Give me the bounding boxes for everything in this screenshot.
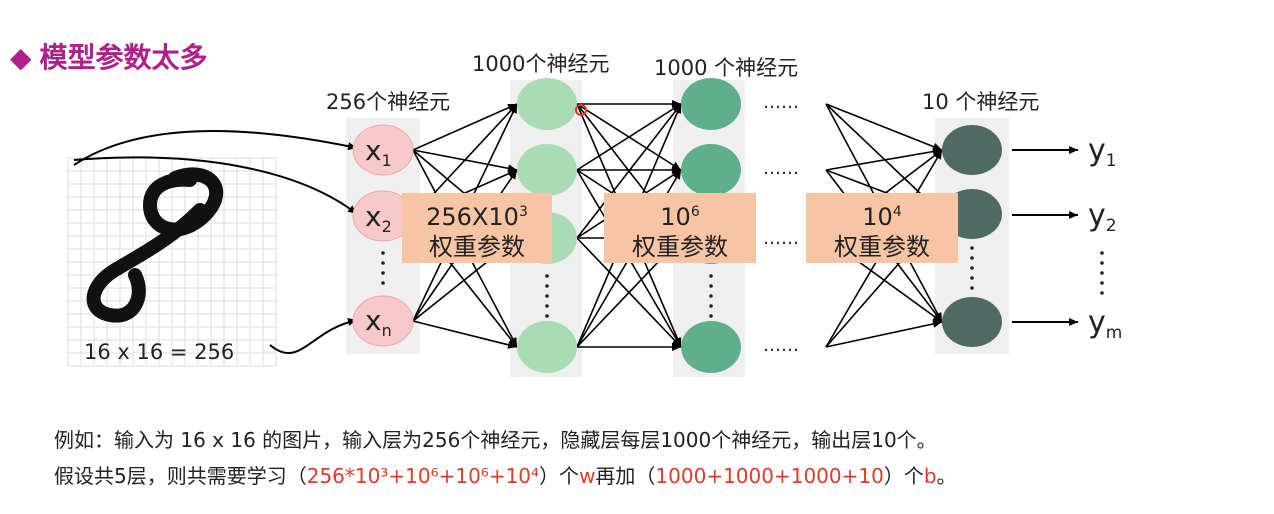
bias-sum: 1000+1000+1000+10 — [655, 464, 884, 488]
weight-box-1: 256X103 权重参数 — [402, 193, 552, 263]
input-arrow-1 — [73, 130, 358, 166]
hidden2-node — [681, 144, 741, 196]
output-node-label: ym — [1088, 305, 1122, 343]
ellipsis-row-2: …… — [763, 158, 799, 179]
weight-sum: 256*10³+10⁶+10⁶+10⁴ — [306, 464, 540, 488]
ellipsis-row-4: …… — [763, 335, 799, 356]
weight-box-3-count: 104 — [862, 203, 902, 231]
hidden1-node — [517, 321, 577, 373]
connection-line — [825, 147, 943, 171]
ellipsis-row-3: …… — [763, 228, 799, 249]
input-node — [352, 295, 414, 347]
input-arrow-2 — [73, 156, 358, 215]
connection-line — [576, 103, 682, 171]
hidden2-node — [681, 78, 741, 130]
connection-line — [825, 319, 943, 348]
hidden1-node — [517, 78, 577, 130]
connection-line — [825, 103, 943, 151]
b-symbol: b — [923, 464, 937, 488]
weight-box-3-caption: 权重参数 — [834, 233, 930, 261]
output-node-label: y1 — [1088, 133, 1117, 171]
vertical-ellipsis — [381, 246, 1104, 318]
image-caption: 16 x 16 = 256 — [84, 340, 235, 364]
weight-box-2: 106 权重参数 — [604, 193, 756, 263]
highlight-dot — [575, 104, 587, 116]
connection-line — [412, 103, 518, 151]
note-line-2: 假设共5层，则共需要学习（256*10³+10⁶+10⁶+10⁴）个w再加（10… — [54, 464, 957, 488]
connection-line — [412, 320, 518, 349]
weight-box-3: 104 权重参数 — [806, 193, 958, 263]
hidden1-node — [517, 144, 577, 196]
note-line-1: 例如：输入为 16 x 16 的图片，输入层为256个神经元，隐藏层每层1000… — [54, 428, 937, 452]
input-node — [352, 124, 414, 176]
output-node-label: y2 — [1088, 198, 1117, 236]
input-arrow-3 — [269, 317, 358, 355]
hidden2-layer-label: 1000 个神经元 — [654, 56, 799, 80]
diamond-bullet-icon: ◆ — [10, 41, 32, 74]
ellipsis-row-1: …… — [763, 92, 799, 113]
weight-box-1-count: 256X103 — [426, 203, 528, 231]
digit-stroke — [86, 203, 207, 323]
weight-box-2-caption: 权重参数 — [632, 233, 728, 261]
slide-title: ◆模型参数太多 — [10, 36, 208, 76]
hidden1-layer-label: 1000个神经元 — [472, 52, 610, 76]
title-text: 模型参数太多 — [39, 41, 208, 74]
output-layer-label: 10 个神经元 — [922, 90, 1040, 114]
digit-image — [67, 157, 277, 367]
output-node — [942, 125, 1002, 175]
w-symbol: w — [579, 464, 596, 488]
output-node — [942, 297, 1002, 347]
connection-line — [576, 103, 682, 239]
input-layer-label: 256个神经元 — [326, 90, 451, 114]
hidden2-node — [681, 321, 741, 373]
weight-box-2-count: 106 — [660, 203, 700, 231]
weight-box-1-caption: 权重参数 — [429, 233, 525, 261]
